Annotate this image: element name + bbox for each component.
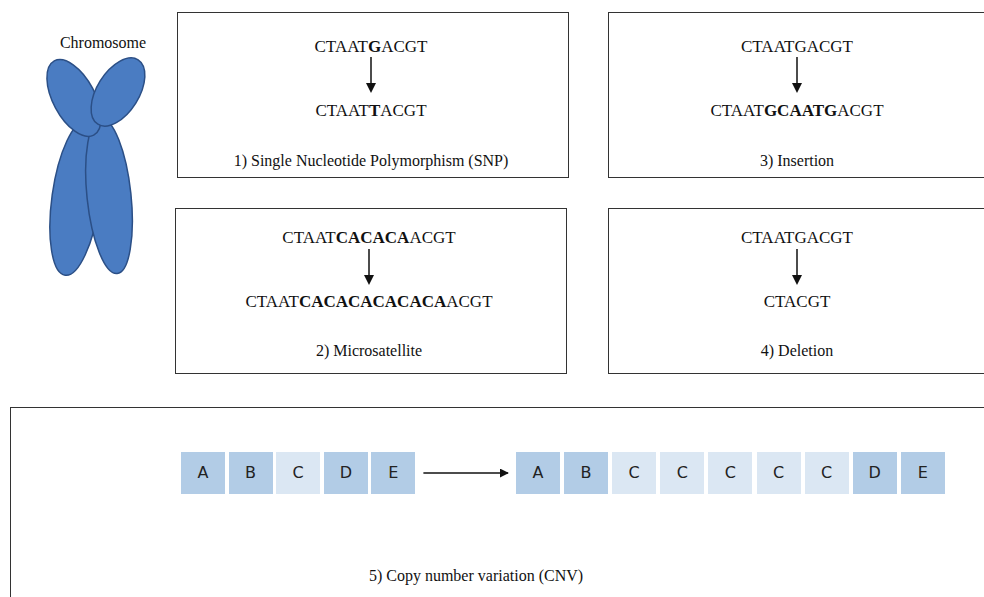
segment-box: C xyxy=(612,452,656,494)
dna-sequence: CTAATGACGT xyxy=(609,37,984,57)
segment-box: C xyxy=(757,452,801,494)
segment-letter: C xyxy=(629,463,640,483)
segment-letter: C xyxy=(821,463,832,483)
segment-letter: B xyxy=(581,463,592,483)
sequence-segment: T xyxy=(369,101,380,120)
dna-sequence: CTAATCACACAACGT xyxy=(176,228,562,248)
segment-letter: E xyxy=(918,463,928,483)
transition-arrow xyxy=(423,472,508,474)
panel-caption: 5) Copy number variation (CNV) xyxy=(369,566,583,586)
segment-box: C xyxy=(708,452,752,494)
sequence-segment: CTAAT xyxy=(282,228,335,247)
segment-box: A xyxy=(181,452,225,494)
sequence-segment: CTAAT xyxy=(710,101,763,120)
cnv-panel: 5) Copy number variation (CNV) A B C D E A B C C C… xyxy=(10,407,984,597)
sequence-segment: CTAAT xyxy=(315,37,368,56)
sequence-segment: CACACACACACA xyxy=(299,292,446,311)
sequence-segment: ACGT xyxy=(381,37,427,56)
panel-caption: 4) Deletion xyxy=(609,341,984,361)
segment-letter: E xyxy=(388,463,398,483)
variation-panel: CTAATCACACAACGTCTAATCACACACACACAACGT2) M… xyxy=(175,208,567,374)
segment-letter: A xyxy=(198,463,209,483)
segment-box: B xyxy=(229,452,273,494)
segment-box: D xyxy=(324,452,368,494)
variation-panel: CTAATGACGT CTAATGCAATGACGT 3) Insertion xyxy=(608,12,984,178)
sequence-segment: ACGT xyxy=(380,101,426,120)
segment-box: C xyxy=(805,452,849,494)
segment-box: D xyxy=(853,452,897,494)
segment-box: E xyxy=(901,452,945,494)
dna-sequence: CTAATGACGT xyxy=(178,37,564,57)
segment-letter: A xyxy=(533,463,544,483)
sequence-segment: CACACA xyxy=(336,228,410,247)
sequence-segment: G xyxy=(368,37,381,56)
segment-box: A xyxy=(516,452,560,494)
segment-letter: C xyxy=(293,463,304,483)
sequence-segment: CTAAT xyxy=(315,101,368,120)
dna-sequence: CTAATTACGT xyxy=(178,101,564,121)
dna-sequence: CTAATCACACACACACAACGT xyxy=(176,292,562,312)
dna-sequence: CTAATGACGT xyxy=(609,228,984,248)
segment-letter: C xyxy=(677,463,688,483)
segment-letter: D xyxy=(340,463,352,483)
sequence-segment: ACGT xyxy=(409,228,455,247)
variation-panel: CTAATGACGT CTACGT 4) Deletion xyxy=(608,208,984,374)
sequence-segment: CTAAT xyxy=(245,292,298,311)
dna-sequence: CTACGT xyxy=(609,292,984,312)
dna-sequence: CTAATGCAATGACGT xyxy=(609,101,984,121)
panel-caption: 2) Microsatellite xyxy=(176,341,562,361)
segment-box: C xyxy=(276,452,320,494)
segment-box: C xyxy=(660,452,704,494)
chromosome-shape xyxy=(36,49,156,279)
panel-caption: 1) Single Nucleotide Polymorphism (SNP) xyxy=(178,151,564,171)
segment-box: E xyxy=(371,452,415,494)
segment-box: B xyxy=(564,452,608,494)
sequence-segment: GCAATG xyxy=(764,101,837,120)
figure-label: Chromosome xyxy=(60,34,146,52)
sequence-segment: ACGT xyxy=(446,292,492,311)
segment-letter: C xyxy=(725,463,736,483)
sequence-segment: ACGT xyxy=(837,101,883,120)
segment-letter: D xyxy=(869,463,881,483)
segment-letter: C xyxy=(773,463,784,483)
segment-letter: B xyxy=(245,463,256,483)
variation-panel: CTAATGACGTCTAATTACGT1) Single Nucleotide… xyxy=(177,12,569,178)
panel-caption: 3) Insertion xyxy=(609,151,984,171)
